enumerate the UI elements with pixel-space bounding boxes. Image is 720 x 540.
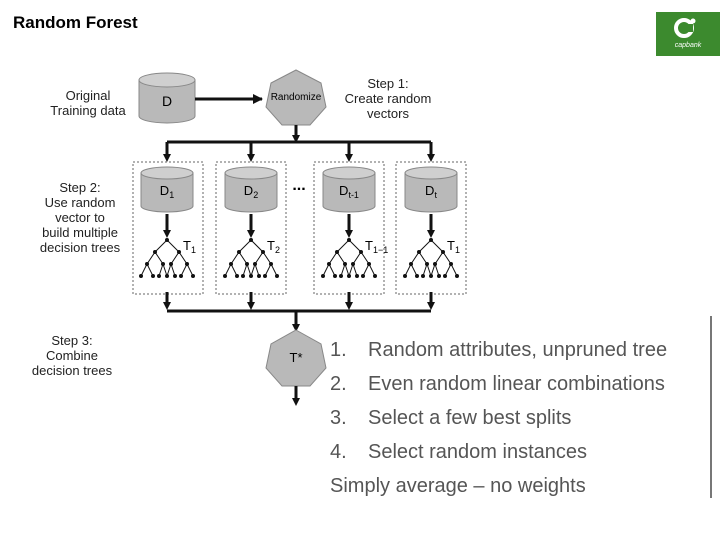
brand-logo: capbank xyxy=(656,12,720,56)
decision-tree-1: T1 xyxy=(139,238,196,278)
step3-label: Step 3: Combine decision trees xyxy=(31,333,113,378)
step1-label: Step 1: Create random vectors xyxy=(344,76,432,121)
list-item: 1.Random attributes, unpruned tree xyxy=(330,339,668,361)
decision-trees: T1 T2 T1−1 T1 xyxy=(139,214,460,278)
list-item: 3.Select a few best splits xyxy=(330,407,572,429)
subset-cylinder-4: Dt xyxy=(404,166,458,213)
source-data-cylinder: D xyxy=(138,72,196,124)
decision-tree-3: T1−1 xyxy=(321,238,388,278)
tree-label: T1 xyxy=(447,238,460,255)
list-item: 4.Select random instances xyxy=(330,441,588,463)
randomize-label: Randomize xyxy=(271,92,322,103)
logo-text: capbank xyxy=(674,42,702,49)
list-summary: Simply average – no weights xyxy=(330,475,586,497)
tree-label: T1−1 xyxy=(365,238,388,255)
source-data-label: D xyxy=(162,93,172,109)
list-divider xyxy=(710,316,712,498)
list-item: 2.Even random linear combinations xyxy=(330,373,665,395)
subset-cylinder-3: Dt-1 xyxy=(322,166,376,213)
combined-tree-label: T* xyxy=(290,350,303,365)
slide-title: Random Forest xyxy=(13,13,138,32)
subset-cylinder-1: D1 xyxy=(140,166,194,213)
tree-label: T2 xyxy=(267,238,280,255)
combined-tree-node: T* xyxy=(265,329,327,387)
subset-cylinder-2: D2 xyxy=(224,166,278,213)
original-training-data-label: Original Training data xyxy=(50,88,126,118)
subset-cylinders: D1 D2 Dt-1 Dt xyxy=(140,166,458,213)
subset-ellipsis: ... xyxy=(292,177,305,194)
decision-tree-2: T2 xyxy=(223,238,280,278)
randomize-node: Randomize xyxy=(265,69,327,126)
logo-mark-icon xyxy=(674,18,696,38)
subset-cylinder-label: Dt xyxy=(425,183,437,200)
tree-label: T1 xyxy=(183,238,196,255)
method-list: 1.Random attributes, unpruned tree 2.Eve… xyxy=(330,333,667,503)
decision-tree-4: T1 xyxy=(403,238,460,278)
step2-label: Step 2: Use random vector to build multi… xyxy=(39,180,121,255)
